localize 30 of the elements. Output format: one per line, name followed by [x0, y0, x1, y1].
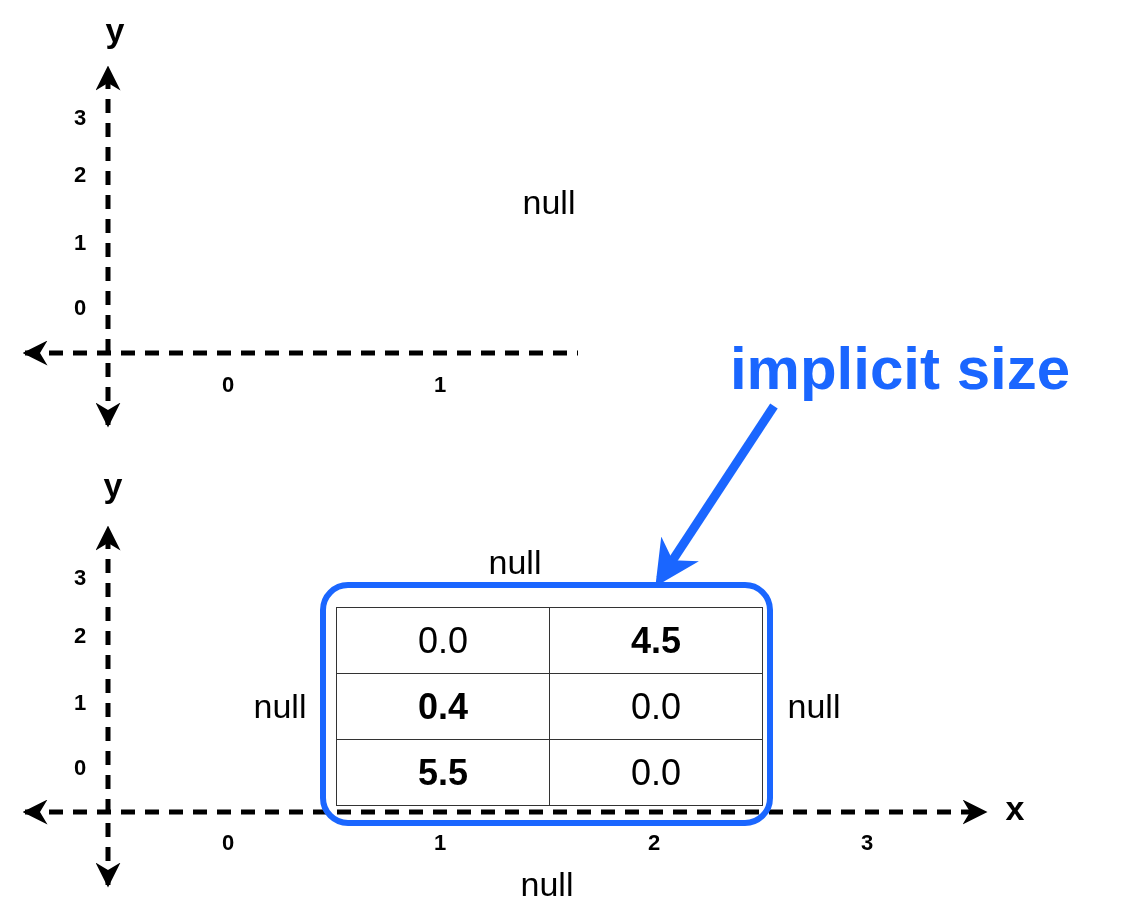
- tick-label: 2: [73, 625, 87, 647]
- tick-label: 2: [647, 832, 661, 854]
- tick-label: 1: [433, 374, 447, 396]
- tick-label: 0: [73, 297, 87, 319]
- tick-label: 0: [221, 374, 235, 396]
- table-cell: 5.5: [336, 739, 550, 806]
- table-cell: 0.0: [549, 739, 763, 806]
- table-cell: 0.4: [336, 673, 550, 740]
- tick-label: 1: [73, 692, 87, 714]
- tick-label: 3: [73, 567, 87, 589]
- null-label: null: [787, 689, 841, 723]
- tick-label: 1: [433, 832, 447, 854]
- null-label: null: [522, 185, 576, 219]
- null-label: null: [253, 689, 307, 723]
- axis-label: y: [103, 468, 123, 502]
- tick-label: 2: [73, 164, 87, 186]
- callout-text: implicit size: [688, 335, 1112, 403]
- tick-label: 3: [73, 107, 87, 129]
- axis-label: y: [105, 13, 125, 47]
- tick-label: 0: [73, 757, 87, 779]
- table-cell: 0.0: [336, 607, 550, 674]
- axis-label: x: [1005, 791, 1025, 825]
- null-label: null: [520, 867, 574, 898]
- tick-label: 1: [73, 232, 87, 254]
- tick-label: 0: [221, 832, 235, 854]
- table-cell: 4.5: [549, 607, 763, 674]
- table-cell: 0.0: [549, 673, 763, 740]
- null-label: null: [488, 545, 542, 579]
- highlight-box: [320, 582, 773, 826]
- tick-label: 3: [860, 832, 874, 854]
